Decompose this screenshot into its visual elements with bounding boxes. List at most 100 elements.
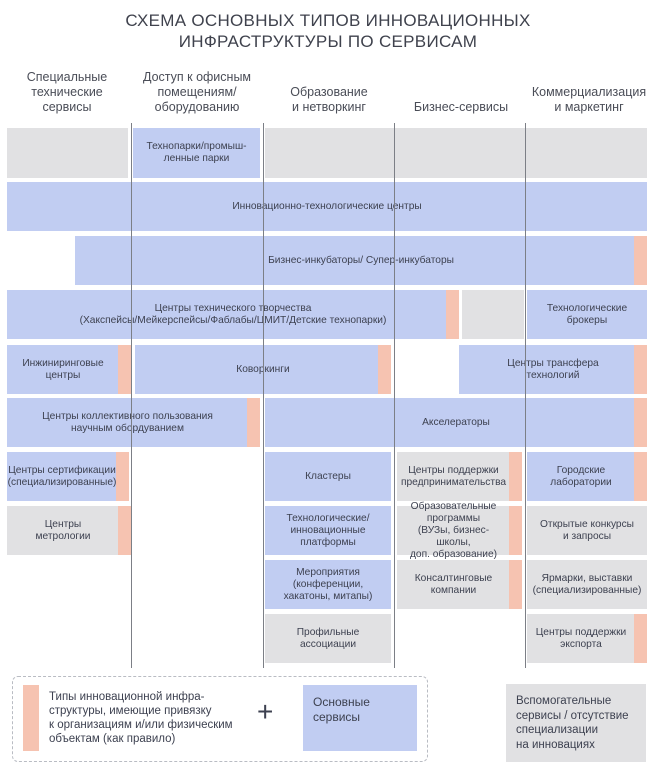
box-label: Бизнес-инкубаторы/ Супер-инкубаторы: [268, 254, 454, 266]
box-line: хакатоны, митапы): [283, 590, 373, 602]
physical-binding-marker: [118, 345, 131, 394]
legend-gray-swatch: Вспомогательные сервисы / отсутствие спе…: [506, 684, 646, 762]
column-header-business: Бизнес-сервисы: [396, 100, 526, 115]
column-divider: [263, 123, 264, 668]
box-line: Мероприятия: [296, 566, 360, 578]
column-header-line: помещениям/: [157, 85, 237, 99]
box-line: Ярмарки, выставки: [541, 572, 633, 584]
box-line: Инжиниринговые: [22, 357, 104, 369]
physical-binding-marker: [509, 506, 522, 555]
legend-line: сервисы / отсутствие: [516, 709, 629, 722]
box-line: Городские: [556, 464, 606, 476]
title-line-2: ИНФРАСТРУКТУРЫ ПО СЕРВИСАМ: [178, 32, 478, 51]
column-header-special-technical: Специальные технические сервисы: [6, 70, 128, 115]
legend-physical-binding-text: Типы инновационной инфра- структуры, име…: [49, 690, 239, 746]
box-line: Консалтинговые: [414, 572, 493, 584]
box-technical-creativity-centers: Центры технического творчества(Хакспейсы…: [7, 290, 459, 339]
legend-box: Типы инновационной инфра- структуры, име…: [12, 676, 428, 762]
box-line: Центры сертификации: [8, 464, 116, 476]
physical-binding-marker: [446, 290, 459, 339]
physical-binding-marker: [634, 236, 647, 285]
legend-auxiliary-services-text: Вспомогательные сервисы / отсутствие спе…: [516, 694, 642, 752]
legend-line: к организациям и/или физическим: [49, 719, 233, 731]
physical-binding-marker: [509, 452, 522, 501]
physical-binding-marker: [634, 452, 647, 501]
box-line: компании: [430, 584, 477, 596]
box-accelerators: Акселераторы: [265, 398, 647, 447]
box-line: Открытые конкурсы: [539, 518, 635, 530]
box-line: Центры коллективного пользования: [42, 410, 213, 422]
box-innovation-technology-centers: Инновационно-технологические центры: [7, 182, 647, 231]
box-events: Мероприятия(конференции,хакатоны, митапы…: [265, 560, 391, 609]
box-line: научным обордуванием: [71, 422, 184, 434]
column-divider: [394, 123, 395, 668]
box-line: инновационные: [290, 524, 366, 536]
box-line: (конференции,: [292, 578, 364, 590]
box-line: технологий: [526, 369, 580, 381]
physical-binding-marker: [509, 560, 522, 609]
diagram-title: СХЕМА ОСНОВНЫХ ТИПОВ ИННОВАЦИОННЫХ ИНФРА…: [0, 10, 656, 52]
column-header-line: Доступ к офисным: [142, 70, 252, 84]
column-header-line: оборудованию: [154, 100, 240, 114]
box-line: Центры трансфера: [507, 357, 599, 369]
physical-binding-marker: [378, 345, 391, 394]
empty-cell: [265, 128, 647, 178]
legend-line: сервисы: [313, 710, 361, 724]
column-header-line: и нетворкинг: [292, 100, 366, 114]
legend-blue-swatch: Основные сервисы: [303, 685, 417, 751]
column-header-line: Образование: [290, 85, 368, 99]
column-header-education: Образование и нетворкинг: [264, 85, 394, 115]
box-line: Образовательные: [410, 500, 497, 512]
box-line: Технологические/: [286, 512, 370, 524]
column-header-commercialization: Коммерциализация и маркетинг: [524, 85, 654, 115]
box-line: предпринимательства: [400, 476, 507, 488]
box-line: платформы: [300, 536, 356, 548]
column-header-line: Бизнес-сервисы: [413, 100, 509, 114]
box-line: центры: [45, 369, 81, 381]
column-header-office-access: Доступ к офисным помещениям/ оборудовани…: [132, 70, 262, 115]
box-line: Центры технического творчества: [154, 302, 312, 314]
column-header-line: Специальные: [26, 70, 108, 84]
box-line: доп. образование): [409, 548, 498, 560]
box-line: и запросы: [562, 530, 612, 542]
column-divider: [525, 123, 526, 668]
column-header-line: технические: [31, 85, 103, 99]
box-line: Технологические: [546, 302, 628, 314]
physical-binding-marker: [634, 345, 647, 394]
physical-binding-marker: [247, 398, 260, 447]
legend-line: структуры, имеющие привязку: [49, 705, 212, 717]
physical-binding-marker: [116, 452, 129, 501]
box-line: Профильные: [296, 626, 360, 638]
box-label: Акселераторы: [422, 416, 490, 428]
box-line: лаборатории: [550, 476, 612, 488]
plus-icon: +: [257, 696, 274, 727]
box-line: брокеры: [566, 314, 608, 326]
legend-line: специализации: [516, 724, 599, 736]
box-line: Центры: [44, 518, 82, 530]
legend-main-services-text: Основные сервисы: [313, 695, 370, 725]
box-line: (ВУЗы, бизнес-школы,: [417, 524, 490, 548]
legend-line: Типы инновационной инфра-: [49, 691, 205, 703]
empty-cell: [7, 128, 128, 178]
box-label: Инновационно-технологические центры: [232, 200, 422, 212]
physical-binding-marker: [634, 398, 647, 447]
legend-line: объектам (как правило): [49, 733, 176, 745]
legend-line: Основные: [313, 695, 370, 709]
column-header-line: и маркетинг: [554, 100, 624, 114]
box-line: Технопарки/промыш-: [146, 141, 247, 152]
box-clusters: Кластеры: [265, 452, 391, 501]
column-header-line: сервисы: [42, 100, 92, 114]
title-line-1: СХЕМА ОСНОВНЫХ ТИПОВ ИННОВАЦИОННЫХ: [125, 11, 531, 30]
box-line: Центры поддержки: [408, 464, 499, 476]
box-line: экспорта: [560, 638, 602, 650]
box-technoparks: Технопарки/промыш-ленные парки: [133, 128, 260, 178]
